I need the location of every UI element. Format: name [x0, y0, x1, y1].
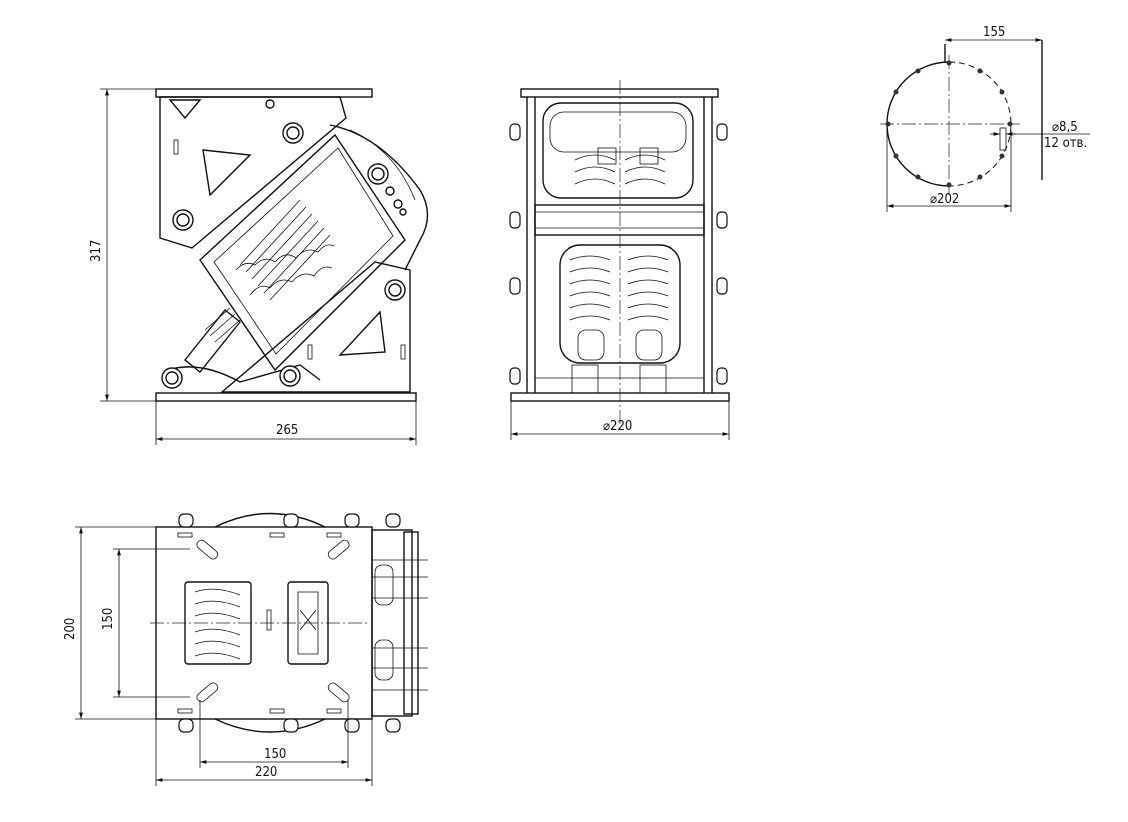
- flange-view: ⌀8,5 12 отв. 155 ⌀202: [880, 25, 1090, 212]
- dim-front-width: ⌀220: [603, 419, 632, 434]
- dim-top-width-inner: 150: [264, 747, 286, 762]
- dim-side-width: 265: [276, 423, 298, 438]
- spring-side: [235, 199, 335, 301]
- top-view: 200 150 150 220: [63, 512, 428, 786]
- dim-top-width-outer: 220: [255, 765, 277, 780]
- dim-hole-diameter: ⌀8,5: [1052, 120, 1078, 135]
- dim-side-height: 317: [89, 240, 104, 262]
- dim-top-height-inner: 150: [101, 608, 116, 630]
- dim-flange-diameter: ⌀202: [930, 192, 959, 207]
- front-view: ⌀220: [509, 80, 730, 440]
- flange-holes: [885, 60, 1013, 188]
- side-view: 317 265: [89, 88, 429, 445]
- top-bolts: [178, 513, 401, 733]
- front-bolts: [509, 123, 728, 385]
- dim-hole-count: 12 отв.: [1044, 136, 1087, 151]
- dim-flange-offset: 155: [983, 25, 1005, 40]
- dim-top-height-outer: 200: [63, 618, 78, 640]
